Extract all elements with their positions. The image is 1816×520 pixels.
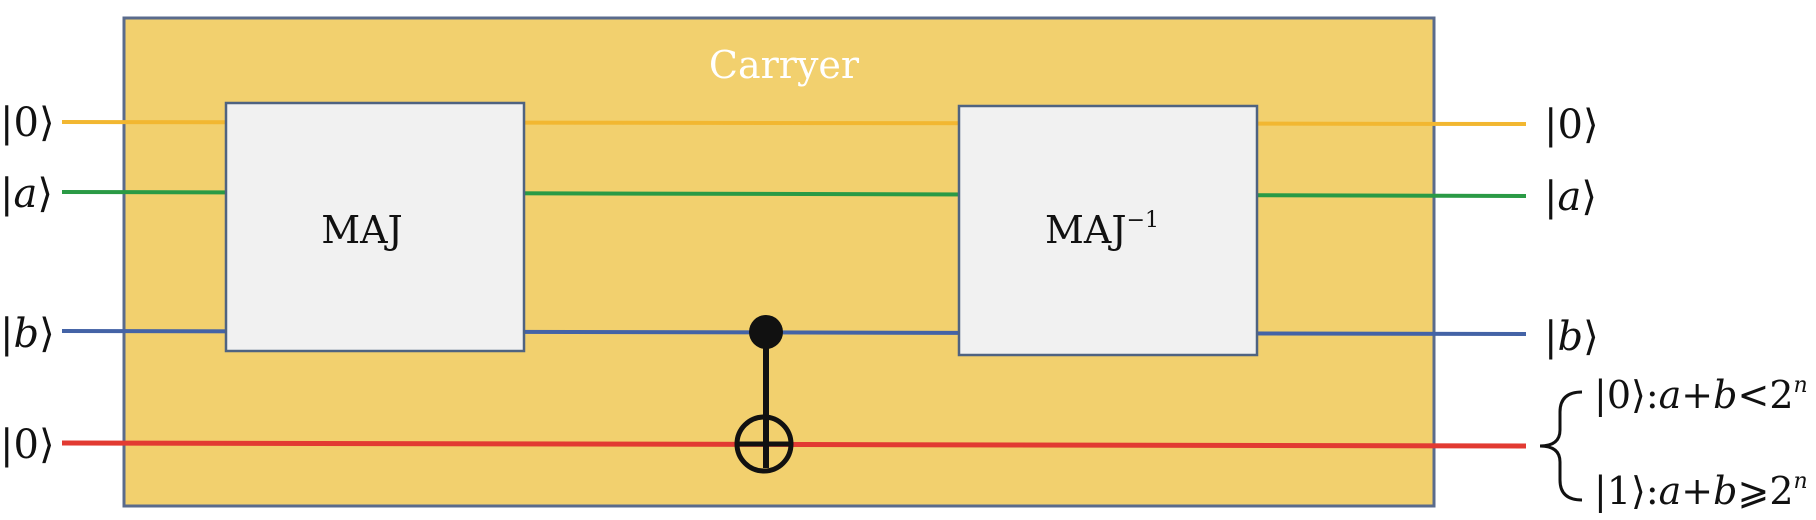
carry-case-no-overflow: |0⟩:a+b<2n bbox=[1594, 373, 1808, 417]
wire-carry bbox=[61, 440, 1527, 449]
output-label-ancilla-top: |0⟩ bbox=[1544, 102, 1599, 148]
input-label-a: |a⟩ bbox=[0, 171, 53, 217]
output-label-b: |b⟩ bbox=[1544, 314, 1599, 360]
maj-inverse-gate-label: MAJ−1 bbox=[1045, 208, 1159, 252]
input-label-carry: |0⟩ bbox=[0, 422, 55, 468]
svg-text:|0⟩: |0⟩ bbox=[1544, 102, 1599, 148]
input-label-b: |b⟩ bbox=[0, 311, 55, 357]
maj-inverse-superscript: −1 bbox=[1127, 208, 1159, 233]
output-label-a: |a⟩ bbox=[1544, 174, 1597, 220]
maj-gate bbox=[224, 101, 526, 353]
maj-inverse-gate bbox=[957, 104, 1259, 357]
svg-text:|b⟩: |b⟩ bbox=[0, 311, 55, 357]
carry-case-overflow: |1⟩:a+b⩾2n bbox=[1594, 469, 1808, 513]
svg-text:|0⟩: |0⟩ bbox=[0, 422, 55, 468]
svg-text:|0⟩: |0⟩ bbox=[0, 100, 55, 146]
carry-cases-brace bbox=[1539, 390, 1583, 502]
input-label-ancilla-top: |0⟩ bbox=[0, 100, 55, 146]
maj-inverse-base: MAJ bbox=[1045, 208, 1127, 252]
carryer-title: Carryer bbox=[709, 43, 860, 87]
maj-gate-label: MAJ bbox=[321, 208, 403, 252]
svg-text:|a⟩: |a⟩ bbox=[0, 171, 53, 217]
svg-text:|b⟩: |b⟩ bbox=[1544, 314, 1599, 360]
svg-text:|a⟩: |a⟩ bbox=[1544, 174, 1597, 220]
cnot-control-dot bbox=[749, 315, 783, 349]
